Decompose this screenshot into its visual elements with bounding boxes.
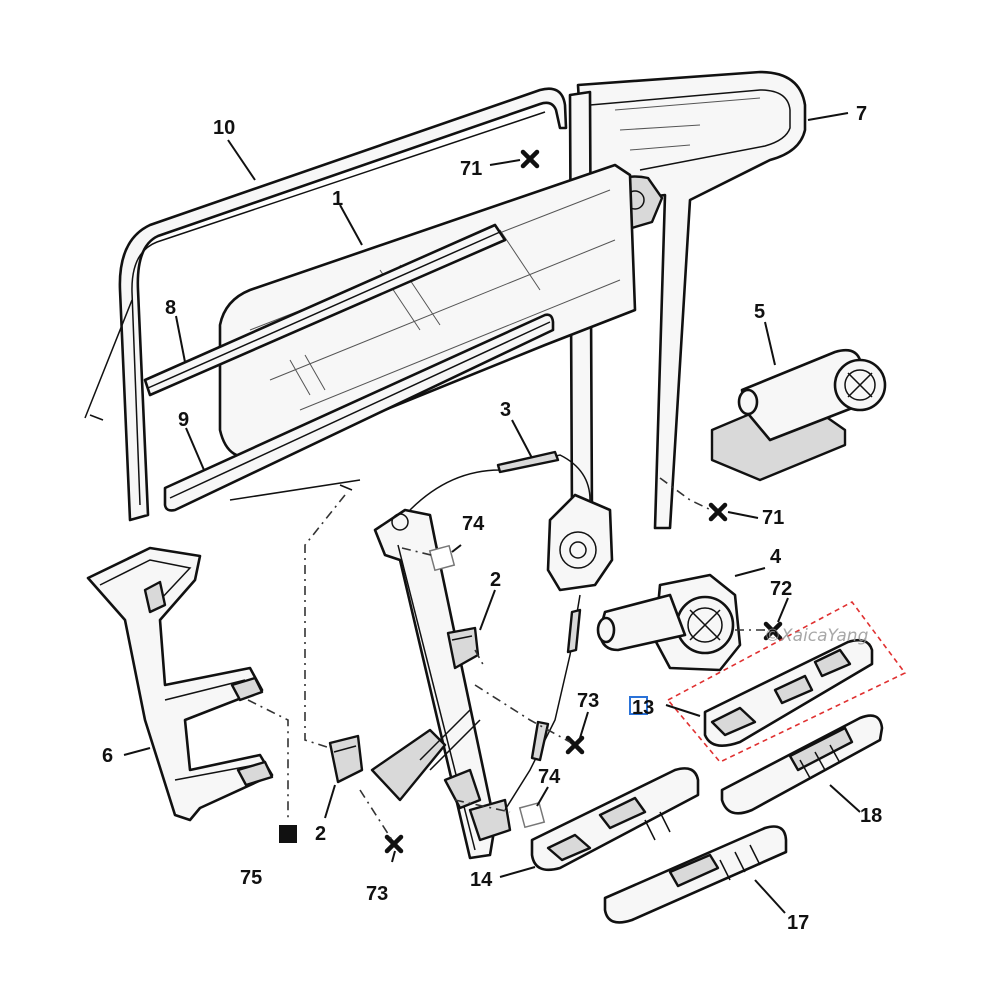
callout-7: 7	[856, 103, 867, 125]
clip-marker-74b	[518, 801, 546, 829]
glass-clip-lower[interactable]	[328, 734, 364, 784]
callout-75: 75	[240, 867, 262, 889]
callout-73-bottom: 73	[366, 883, 388, 905]
callout-1: 1	[332, 188, 343, 210]
clip-marker-74a	[428, 544, 456, 572]
callout-8: 8	[165, 297, 176, 319]
inner-belt-strip[interactable]	[163, 313, 555, 512]
leader-lines	[123, 112, 861, 914]
callout-5: 5	[754, 301, 765, 323]
hover-highlight-box	[629, 696, 648, 715]
selection-outline	[666, 600, 907, 763]
callout-6: 6	[102, 745, 113, 767]
callout-2-upper: 2	[490, 569, 501, 591]
screw-marker-72	[763, 621, 783, 641]
window-motor-5[interactable]	[710, 348, 887, 482]
door-frame[interactable]	[84, 87, 568, 522]
callout-17: 17	[787, 912, 809, 934]
callout-13: 13	[632, 697, 654, 719]
callout-4: 4	[770, 546, 782, 568]
door-bracket[interactable]	[86, 546, 274, 822]
callout-10: 10	[213, 117, 235, 139]
window-switch-14[interactable]	[530, 767, 700, 872]
callout-74-upper: 74	[462, 513, 485, 535]
callout-71-lower: 71	[762, 507, 784, 529]
window-motor-4[interactable]	[596, 573, 742, 672]
screw-marker-71a	[520, 149, 540, 169]
screw-marker-73b	[384, 834, 404, 854]
regulator-motor-housing[interactable]	[546, 493, 614, 592]
screw-marker-73a	[565, 735, 585, 755]
callout-73-right: 73	[577, 690, 599, 712]
screw-marker-71b	[708, 502, 728, 522]
watermark: ©XaicaYang	[764, 626, 869, 646]
assembly-lines	[247, 477, 766, 841]
callout-72: 72	[770, 578, 792, 600]
window-switch-18[interactable]	[720, 714, 884, 815]
nut-marker-75	[279, 825, 297, 843]
window-switch-13[interactable]	[703, 638, 874, 747]
callout-9: 9	[178, 409, 189, 431]
callout-2-lower: 2	[315, 823, 326, 845]
callout-18: 18	[860, 805, 882, 827]
callout-14: 14	[470, 869, 493, 891]
callout-74-lower: 74	[538, 766, 561, 788]
outer-belt-strip[interactable]	[143, 223, 507, 397]
regulator-cable[interactable]	[409, 450, 591, 811]
window-switch-17[interactable]	[603, 825, 788, 924]
callout-3: 3	[500, 399, 511, 421]
callout-71-upper: 71	[460, 158, 482, 180]
